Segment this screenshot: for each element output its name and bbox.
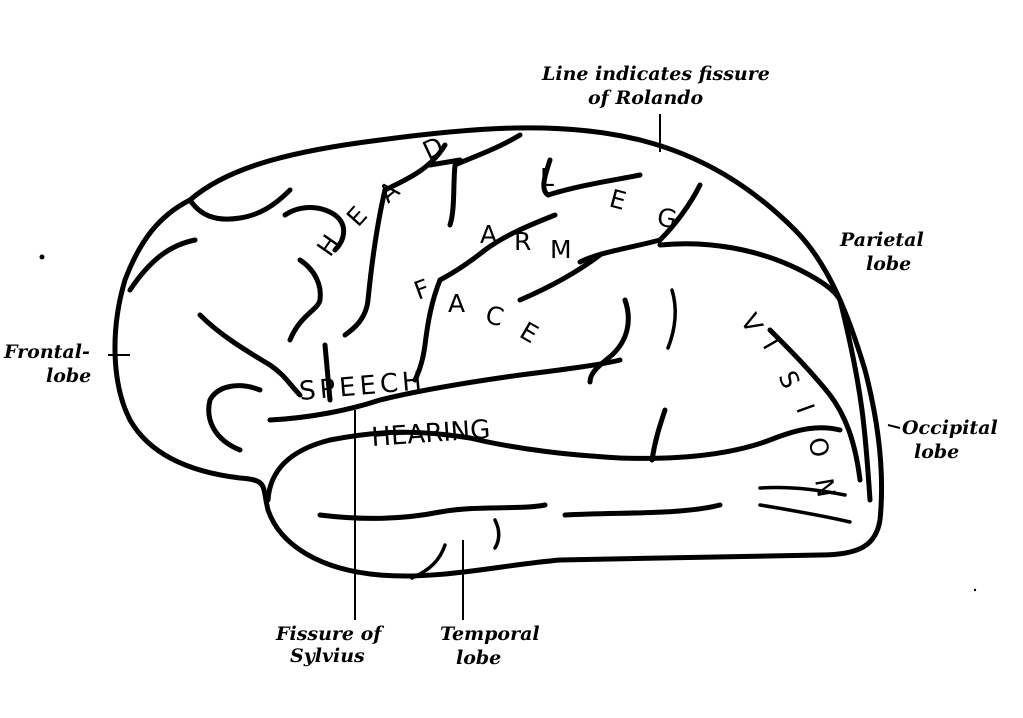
leg-letter-e: E (606, 184, 629, 216)
occipital-leader (887, 424, 901, 429)
temporal-pole-sulcus (410, 543, 447, 580)
occipital-sulcus-2 (758, 503, 852, 524)
frontal-sulcus-6 (287, 257, 323, 343)
speck (39, 254, 45, 260)
frontal-label-line1: Frontal- (3, 341, 90, 363)
occipital-sulcus-3 (758, 485, 847, 497)
frontal-sulcus-5 (282, 205, 347, 253)
temporal-label-line2: lobe (456, 647, 501, 669)
precentral-sulcus (342, 142, 448, 338)
parietal-label-line1: Parietal (839, 229, 924, 251)
sylvius-label-line2: Sylvius (290, 645, 365, 667)
speck (973, 588, 977, 592)
vision-letter-i2: I (790, 400, 820, 417)
parietal-sulcus-4 (767, 327, 863, 483)
parietal-sulcus-2 (666, 288, 677, 350)
arm-letter-m: M (550, 235, 572, 264)
face-letter-e: E (515, 316, 543, 349)
central-sulcus (541, 157, 643, 198)
arm-letter-r: R (514, 227, 531, 256)
inferior-temporal-sulcus (317, 502, 548, 521)
temporal-lobe-outline (265, 429, 473, 503)
speech-label: SPEECH (298, 366, 427, 407)
sylvian-fissure (267, 357, 623, 423)
inferior-temporal-sulcus-2 (562, 502, 723, 518)
temporal-branch (649, 407, 668, 463)
face-letter-c: C (482, 300, 506, 333)
frontal-sulcus-2 (187, 187, 293, 222)
frontal-label-line2: lobe (46, 365, 91, 387)
frontal-sulcus-1 (127, 237, 198, 293)
vision-letter-v: V (735, 309, 769, 338)
frontal-sulcus-7 (447, 132, 523, 228)
arm-letter-a: A (480, 220, 497, 249)
hearing-label: HEARING (370, 415, 491, 453)
leg-letter-g: G (655, 202, 679, 234)
frontal-sulcus-4 (206, 383, 263, 453)
face-letter-f: F (410, 273, 433, 305)
brain-outline (112, 125, 885, 579)
vision-letter-n: N (809, 476, 841, 499)
head-letter-h: H (311, 229, 346, 261)
face-sulcus (517, 252, 603, 303)
leg-letter-l: L (540, 163, 554, 192)
superior-temporal-sulcus (467, 425, 843, 461)
sylvian-branch (322, 342, 333, 403)
arm-sulcus (437, 212, 558, 283)
temporal-label-line1: Temporal (440, 623, 540, 645)
vision-letter-s: S (773, 366, 806, 393)
temporal-branch-2 (493, 518, 501, 550)
postcentral-sulcus (577, 182, 703, 265)
occipital-sulcus (837, 297, 873, 503)
rolando-label-line2: of Rolando (588, 87, 704, 109)
frontal-sulcus-8 (427, 157, 463, 168)
parietal-sulcus-3 (657, 241, 843, 303)
vision-letter-o: O (802, 434, 835, 461)
occipital-label-line1: Occipital (902, 417, 998, 439)
face-letter-a: A (448, 289, 465, 318)
occipital-label-line2: lobe (914, 441, 959, 463)
parietal-sulcus-1 (587, 297, 631, 385)
rolando-label-line1: Line indicates fissure (541, 63, 770, 85)
speech-sulcus (412, 277, 443, 383)
parietal-label-line2: lobe (866, 253, 911, 275)
frontal-sulcus-3 (197, 312, 303, 398)
sylvius-label-line1: Fissure of (275, 623, 384, 645)
